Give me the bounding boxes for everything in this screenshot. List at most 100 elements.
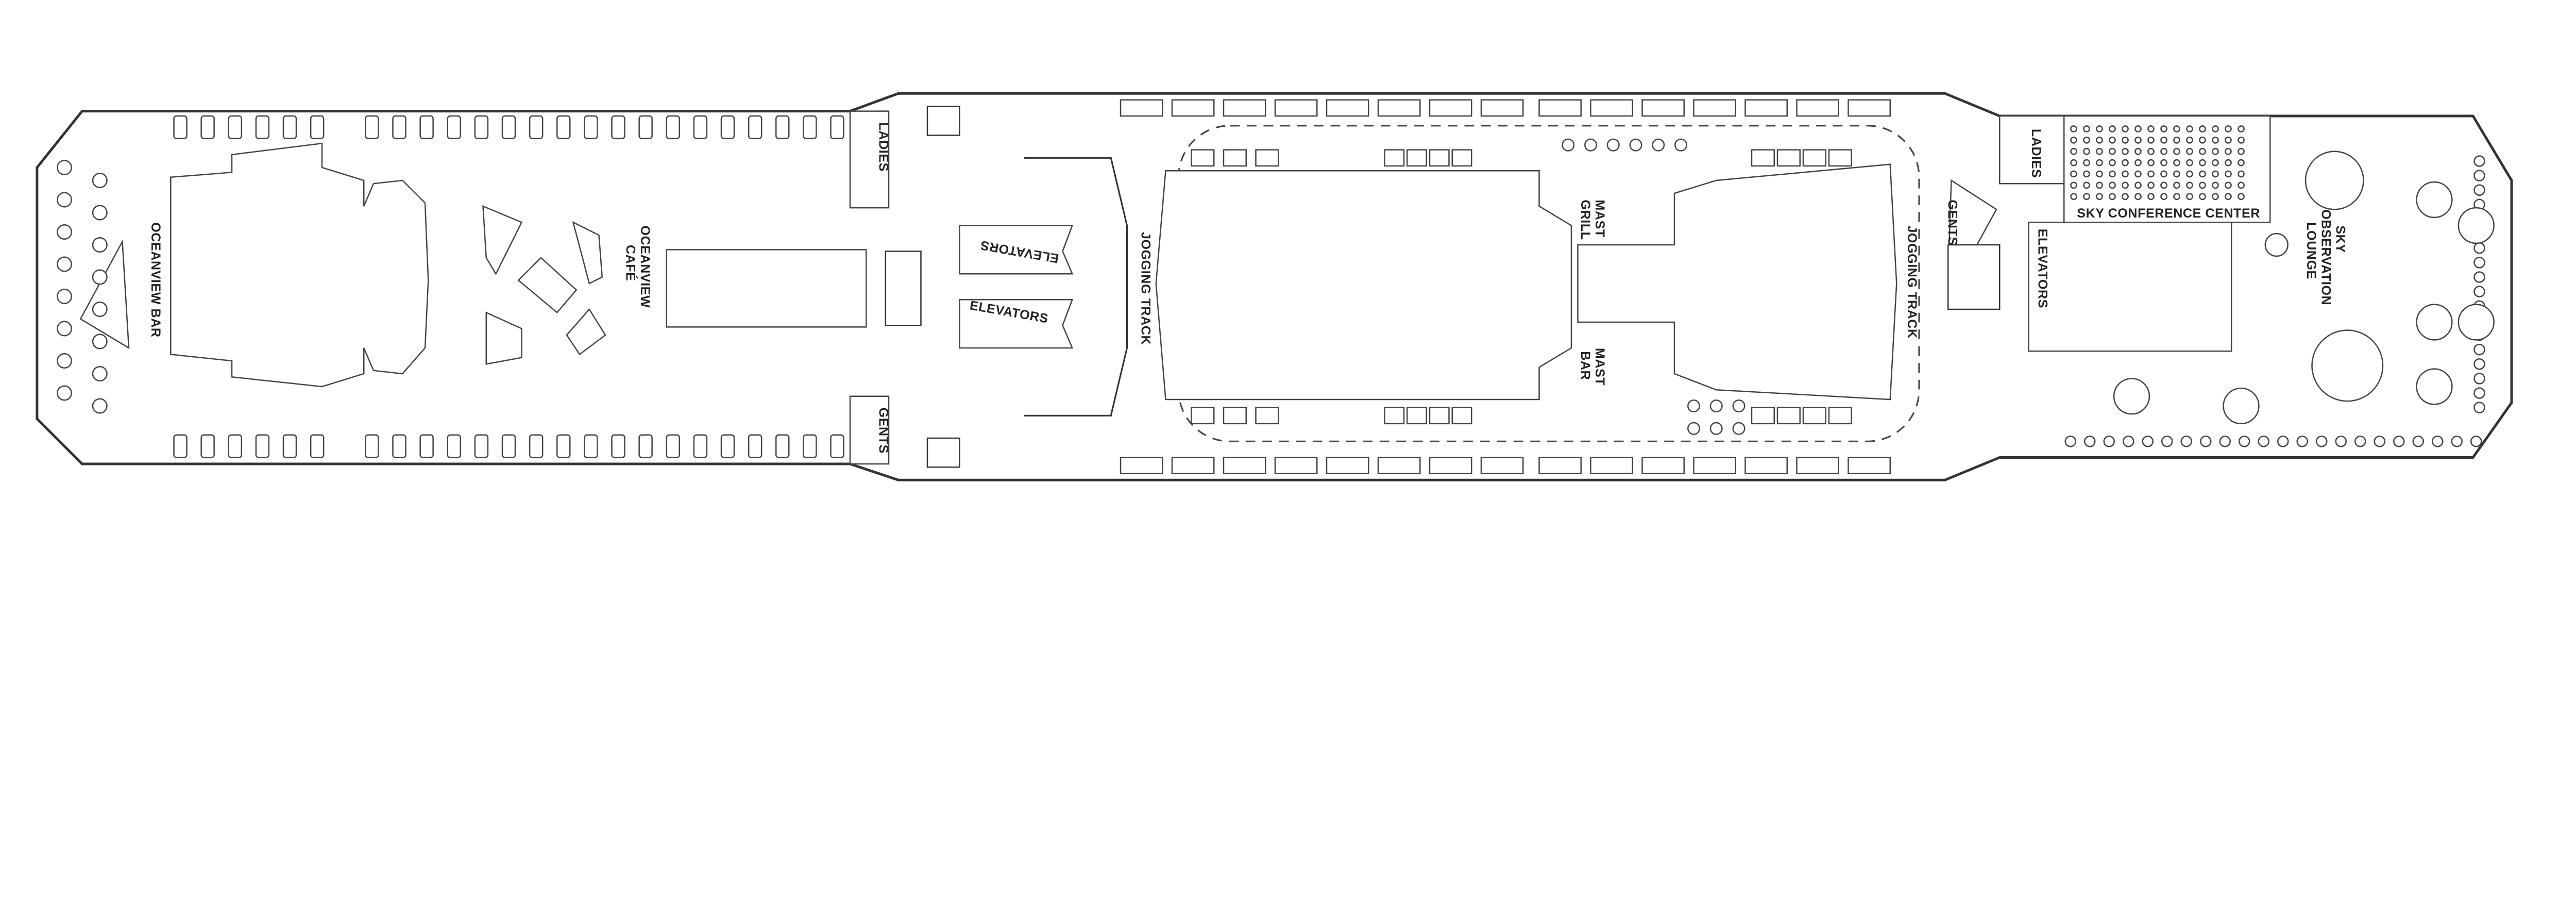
conference-seat: [2147, 147, 2155, 155]
dining-table: [638, 434, 653, 458]
lounger: [1223, 149, 1247, 167]
furniture-layer: [57, 99, 2495, 474]
sky-observation-label-3: LOUNGE: [2304, 222, 2318, 279]
dining-table: [392, 434, 406, 458]
lounge-chair: [2316, 436, 2328, 447]
mast-bar-label-1: MAST: [1592, 348, 1607, 386]
pool-deck-fwd: [1155, 170, 1572, 401]
conference-seat: [2160, 193, 2167, 201]
conference-seat: [2134, 147, 2142, 155]
bar-stool-cluster: [1732, 422, 1745, 435]
sky-conference-center-room: [2063, 115, 2271, 223]
table: [92, 398, 108, 414]
conference-seat: [2173, 147, 2180, 155]
sun-lounger: [1223, 457, 1266, 474]
lounge-chair: [2473, 257, 2485, 269]
observation-lounge-dancefloor: [2311, 329, 2384, 402]
bar-stool-cluster: [1652, 138, 1665, 152]
conference-seat: [2225, 159, 2232, 166]
lounger: [1406, 407, 1427, 425]
conference-seat: [2070, 193, 2077, 201]
conference-seat: [2199, 193, 2206, 201]
dining-table: [666, 115, 680, 139]
sun-lounger: [1326, 457, 1369, 474]
lounge-chair: [2473, 184, 2485, 196]
dining-table: [200, 434, 215, 458]
conference-seat: [2225, 193, 2232, 201]
conference-seat: [2109, 193, 2116, 201]
round-lounge-seating: [2113, 378, 2150, 415]
lounge-chair: [2180, 436, 2192, 447]
conference-seat: [2186, 159, 2193, 166]
dining-table: [228, 434, 242, 458]
sky-observation-label-2: OBSERVATION: [2318, 209, 2333, 305]
lounge-chair: [2473, 373, 2485, 385]
jogging-track-path: [1177, 125, 1920, 442]
conference-seat: [2122, 193, 2129, 201]
conference-seat: [2225, 147, 2232, 155]
conference-seat: [2147, 125, 2155, 132]
observation-lounge-bar: [2304, 151, 2364, 210]
conference-seat: [2160, 125, 2167, 132]
conference-seat: [2212, 147, 2219, 155]
dining-table: [775, 115, 790, 139]
sun-lounger: [1171, 457, 1215, 474]
sun-lounger: [1429, 457, 1472, 474]
conference-seat: [2096, 137, 2103, 144]
lounger: [1429, 149, 1450, 167]
conference-seat: [2070, 159, 2077, 166]
conference-seat: [2109, 181, 2116, 189]
dining-table: [720, 434, 735, 458]
bar-stool-cluster: [1687, 422, 1700, 435]
lounger: [1802, 407, 1826, 425]
conference-seat: [2238, 193, 2245, 201]
lounge-chair: [2473, 170, 2485, 181]
conference-seat: [2212, 181, 2219, 189]
round-lounge-seating: [2223, 387, 2260, 425]
sun-lounger: [1223, 99, 1266, 117]
dining-table: [611, 434, 625, 458]
lounger: [1223, 407, 1247, 425]
lounge-chair: [2123, 436, 2134, 447]
conference-seat: [2083, 137, 2090, 144]
lounge-chair: [2064, 436, 2076, 447]
dining-table: [474, 115, 489, 139]
conference-seat: [2186, 170, 2193, 178]
sun-lounger: [1120, 457, 1163, 474]
elevator-bank-fwd: [959, 225, 1074, 275]
conference-seat: [2109, 147, 2116, 155]
pillar: [2264, 232, 2289, 257]
sun-lounger: [1377, 457, 1421, 474]
gents-restroom-fwd: [849, 395, 890, 465]
lounge-chair: [2374, 436, 2385, 447]
sun-lounger: [1590, 457, 1633, 474]
lounger: [1191, 149, 1215, 167]
stairs: [926, 437, 960, 468]
conference-seat: [2160, 170, 2167, 178]
table: [57, 224, 72, 240]
dining-table: [584, 434, 598, 458]
lounger: [1776, 407, 1801, 425]
food-station: [566, 308, 606, 356]
dining-table: [720, 115, 735, 139]
conference-seat: [2070, 137, 2077, 144]
dining-table: [748, 434, 762, 458]
conference-seat: [2134, 137, 2142, 144]
stairs: [885, 251, 922, 326]
lounger: [1751, 149, 1775, 167]
sun-lounger: [1326, 99, 1369, 117]
dining-table: [584, 115, 598, 139]
conference-seat: [2109, 125, 2116, 132]
conference-seat: [2225, 170, 2232, 178]
oceanview-cafe-label-2: CAFÉ: [623, 245, 638, 281]
lounger: [1191, 407, 1215, 425]
dining-table: [282, 115, 297, 139]
dining-table: [501, 434, 516, 458]
ladies-restroom-fwd: [849, 110, 890, 209]
lounger: [1802, 149, 1826, 167]
lounge-chair: [2473, 358, 2485, 370]
dining-table: [803, 115, 817, 139]
food-station: [517, 257, 578, 313]
dining-table: [447, 434, 461, 458]
dining-table: [282, 434, 297, 458]
